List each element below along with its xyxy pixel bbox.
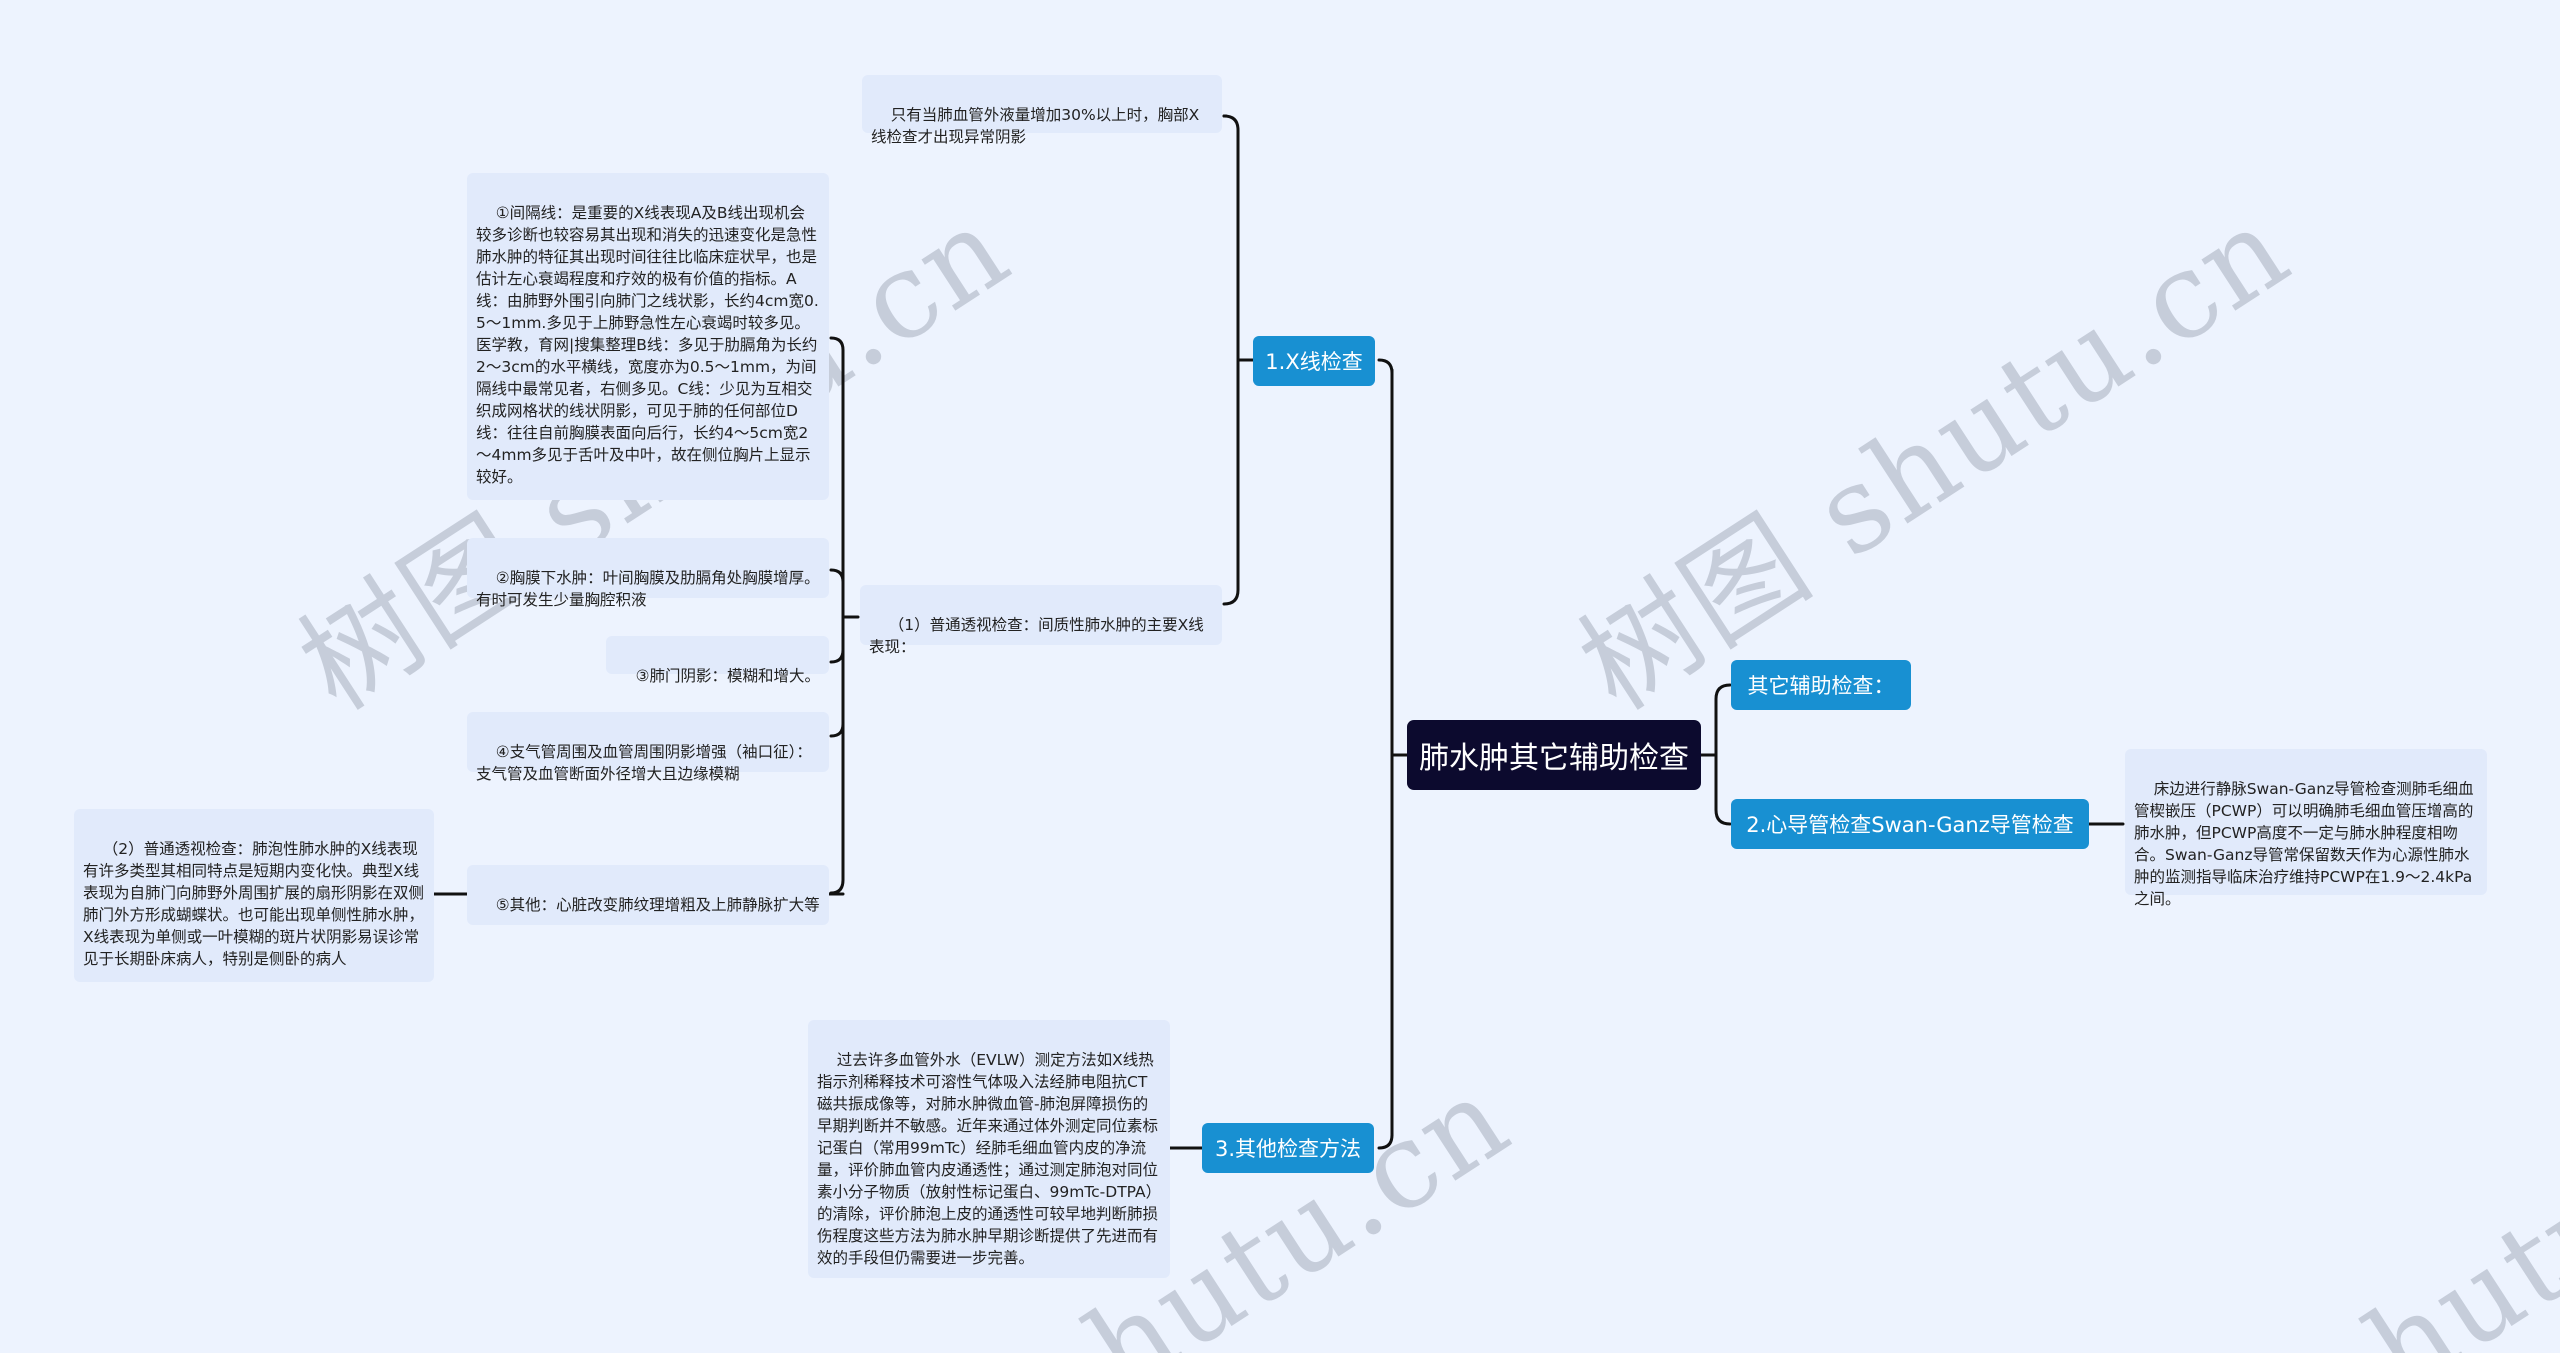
branch-other-aux[interactable]: 其它辅助检查：	[1731, 660, 1911, 710]
interstitial-item-other[interactable]: ⑤其他：心脏改变肺纹理增粗及上肺静脉扩大等	[467, 865, 829, 925]
branch-other-methods-label: 3.其他检查方法	[1214, 1137, 1362, 1161]
catheter-detail[interactable]: 床边进行静脉Swan-Ganz导管检查测肺毛细血管楔嵌压（PCWP）可以明确肺毛…	[2125, 749, 2487, 908]
xray-alveolar-node[interactable]: （2）普通透视检查：肺泡性肺水肿的X线表现有许多类型其相同特点是短期内变化快。典…	[74, 809, 434, 982]
branch-other-aux-label: 其它辅助检查：	[1747, 674, 1895, 698]
interstitial-item-cuffing-sign[interactable]: ④支气管周围及血管周围阴影增强（袖口征）：支气管及血管断面外径增大且边缘模糊	[467, 712, 829, 783]
interstitial-item-hilar-shadow[interactable]: ③肺门阴影：模糊和增大。	[606, 636, 829, 685]
root-node[interactable]: 肺水肿其它辅助检查	[1407, 720, 1701, 790]
interstitial-item-subpleural-edema[interactable]: ②胸膜下水肿：叶间胸膜及肋膈角处胸膜增厚。有时可发生少量胸腔积液	[467, 538, 829, 609]
root-label: 肺水肿其它辅助检查	[1419, 741, 1689, 776]
branch-other-methods[interactable]: 3.其他检查方法	[1202, 1123, 1374, 1173]
xray-interstitial-node[interactable]: （1）普通透视检查：间质性肺水肿的主要X线表现：	[860, 585, 1222, 656]
branch-catheter-label: 2.心导管检查Swan-Ganz导管检查	[1746, 813, 2074, 837]
branch-xray-label: 1.X线检查	[1265, 350, 1363, 374]
branch-xray[interactable]: 1.X线检查	[1253, 336, 1375, 386]
watermark-right: 树图 shutu.cn	[1556, 178, 2312, 736]
branch-catheter[interactable]: 2.心导管检查Swan-Ganz导管检查	[1731, 799, 2089, 849]
xray-note[interactable]: 只有当肺血管外液量增加30%以上时，胸部X线检查才出现异常阴影	[862, 75, 1222, 146]
interstitial-item-septal-lines[interactable]: ①间隔线：是重要的X线表现A及B线出现机会较多诊断也较容易其出现和消失的迅速变化…	[467, 173, 829, 500]
other-methods-detail[interactable]: 过去许多血管外水（EVLW）测定方法如X线热指示剂稀释技术可溶性气体吸入法经肺电…	[808, 1020, 1170, 1278]
watermark-bottom-right: 树图 shutu.cn	[2057, 1048, 2560, 1353]
